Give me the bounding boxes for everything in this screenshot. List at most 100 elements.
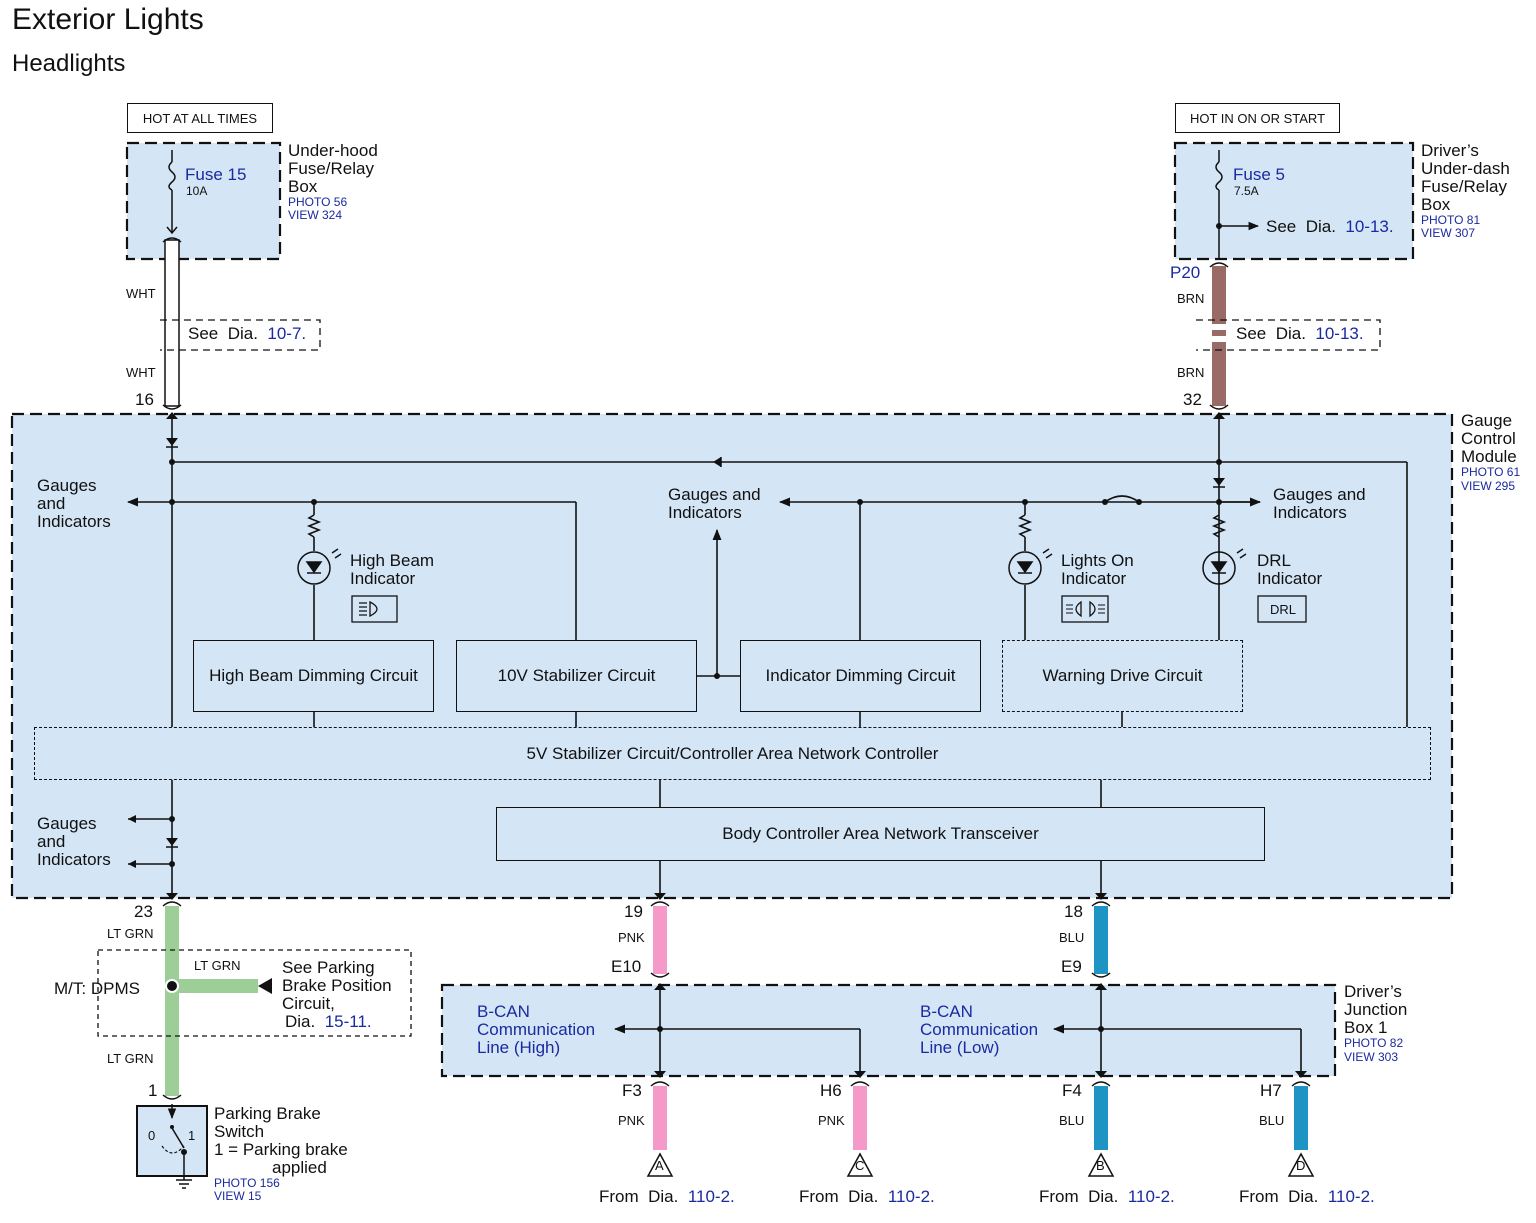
connector-p20: P20 (1170, 263, 1201, 282)
high-beam-symbol-icon (351, 595, 398, 623)
junction-dots (169, 459, 1222, 867)
switch-view: VIEW 15 (214, 1189, 262, 1203)
page-subtitle: Headlights (12, 50, 126, 77)
high-beam-dimming-circuit: High Beam Dimming Circuit (193, 640, 434, 712)
wht-label-bottom: WHT (126, 365, 156, 380)
connector-e10: E10 (611, 957, 642, 976)
can-controller-circuit: 5V Stabilizer Circuit/Controller Area Ne… (34, 727, 1431, 780)
wht-wire (162, 237, 182, 410)
junction-view: VIEW 303 (1344, 1050, 1399, 1064)
pnk-wire-19 (650, 901, 670, 978)
output-wire-f3 (646, 1081, 674, 1177)
pin-h6: H6 (820, 1081, 842, 1100)
lights-on-symbol-icon (1061, 595, 1109, 623)
lights-on-led-icon (1008, 548, 1053, 585)
parking-brake-switch-icon (136, 1104, 208, 1189)
see-box-left (160, 319, 321, 351)
from-ref-c: From Dia. 110-2. (799, 1187, 935, 1206)
brn-wire (1209, 262, 1229, 410)
brn-label-top: BRN (1177, 291, 1205, 306)
underdash-fuse-box (1173, 141, 1415, 261)
pin-16: 16 (135, 390, 154, 409)
fuse-15-symbol (166, 150, 178, 235)
output-wire-f4 (1087, 1081, 1115, 1177)
drl-symbol-text: DRL (1270, 602, 1297, 617)
blu-label-f4: BLU (1059, 1113, 1085, 1128)
output-wire-h7 (1287, 1081, 1315, 1177)
connector-letter-c: C (855, 1158, 865, 1173)
wht-label-top: WHT (126, 286, 156, 301)
pin-19: 19 (624, 902, 643, 921)
output-wire-h6 (846, 1081, 874, 1177)
junction-photo: PHOTO 82 (1344, 1036, 1404, 1050)
underhood-fuse-box (125, 141, 282, 261)
drl-symbol-box (1257, 595, 1307, 623)
underdash-see-ref: See Dia. 10-13. (1266, 217, 1394, 236)
junction-box (440, 983, 1337, 1078)
junction-arrowheads (654, 983, 1307, 1078)
see-parking-ref: Dia. 15-11. (285, 1012, 372, 1031)
from-ref-d: From Dia. 110-2. (1239, 1187, 1375, 1206)
underhood-view: VIEW 324 (288, 208, 343, 222)
connector-letter-a: A (655, 1158, 664, 1173)
see-box-right (1196, 319, 1381, 351)
pin-23: 23 (134, 902, 153, 921)
drl-led-icon (1202, 548, 1247, 585)
lt-grn-wire (162, 901, 272, 1100)
fuse-15-rating: 10A (186, 184, 208, 198)
high-beam-led-icon (297, 548, 342, 585)
from-ref-a: From Dia. 110-2. (599, 1187, 735, 1206)
switch-pos-1: 1 (188, 1128, 196, 1143)
switch-pos-0: 0 (148, 1128, 156, 1143)
see-parking-box (97, 949, 412, 1037)
fuse-15-label: Fuse 15 (185, 165, 247, 184)
pin-f3: F3 (622, 1081, 642, 1100)
warning-drive-circuit: Warning Drive Circuit (1002, 640, 1243, 712)
gcm-arrowheads (128, 412, 1225, 900)
switch-photo: PHOTO 156 (214, 1176, 280, 1190)
hot-at-all-times-tag: HOT AT ALL TIMES (127, 103, 273, 133)
page-title: Exterior Lights (12, 3, 204, 36)
dpms-label: M/T: DPMS (54, 979, 140, 998)
gcm-photo: PHOTO 61 (1461, 465, 1521, 479)
junction-internal-wiring (613, 985, 1302, 1076)
brn-label-bottom: BRN (1177, 365, 1205, 380)
underhood-photo: PHOTO 56 (288, 195, 348, 209)
pin-1: 1 (148, 1081, 158, 1100)
indicator-dimming-circuit: Indicator Dimming Circuit (740, 640, 981, 712)
underdash-photo: PHOTO 81 (1421, 213, 1481, 227)
left-see-ref: See Dia. 10-7. (188, 324, 307, 343)
lt-grn-label-a: LT GRN (107, 926, 154, 941)
stabilizer-10v-circuit: 10V Stabilizer Circuit (456, 640, 697, 712)
pin-18: 18 (1064, 902, 1083, 921)
blu-label-h7: BLU (1259, 1113, 1285, 1128)
connector-letter-b: B (1096, 1158, 1105, 1173)
pin-32: 32 (1183, 390, 1202, 409)
pnk-label-a: PNK (618, 930, 645, 945)
gcm-view: VIEW 295 (1461, 479, 1516, 493)
blu-wire-18 (1091, 901, 1111, 978)
lt-grn-label-branch: LT GRN (194, 958, 241, 973)
pnk-label-h6: PNK (818, 1113, 845, 1128)
connector-letter-d: D (1296, 1158, 1306, 1173)
lt-grn-label-b: LT GRN (107, 1051, 154, 1066)
connector-e9: E9 (1061, 957, 1082, 976)
can-transceiver: Body Controller Area Network Transceiver (496, 807, 1265, 861)
blu-label-a: BLU (1059, 930, 1085, 945)
fuse-5-label: Fuse 5 (1233, 165, 1285, 184)
pnk-label-f3: PNK (618, 1113, 645, 1128)
from-ref-b: From Dia. 110-2. (1039, 1187, 1175, 1206)
